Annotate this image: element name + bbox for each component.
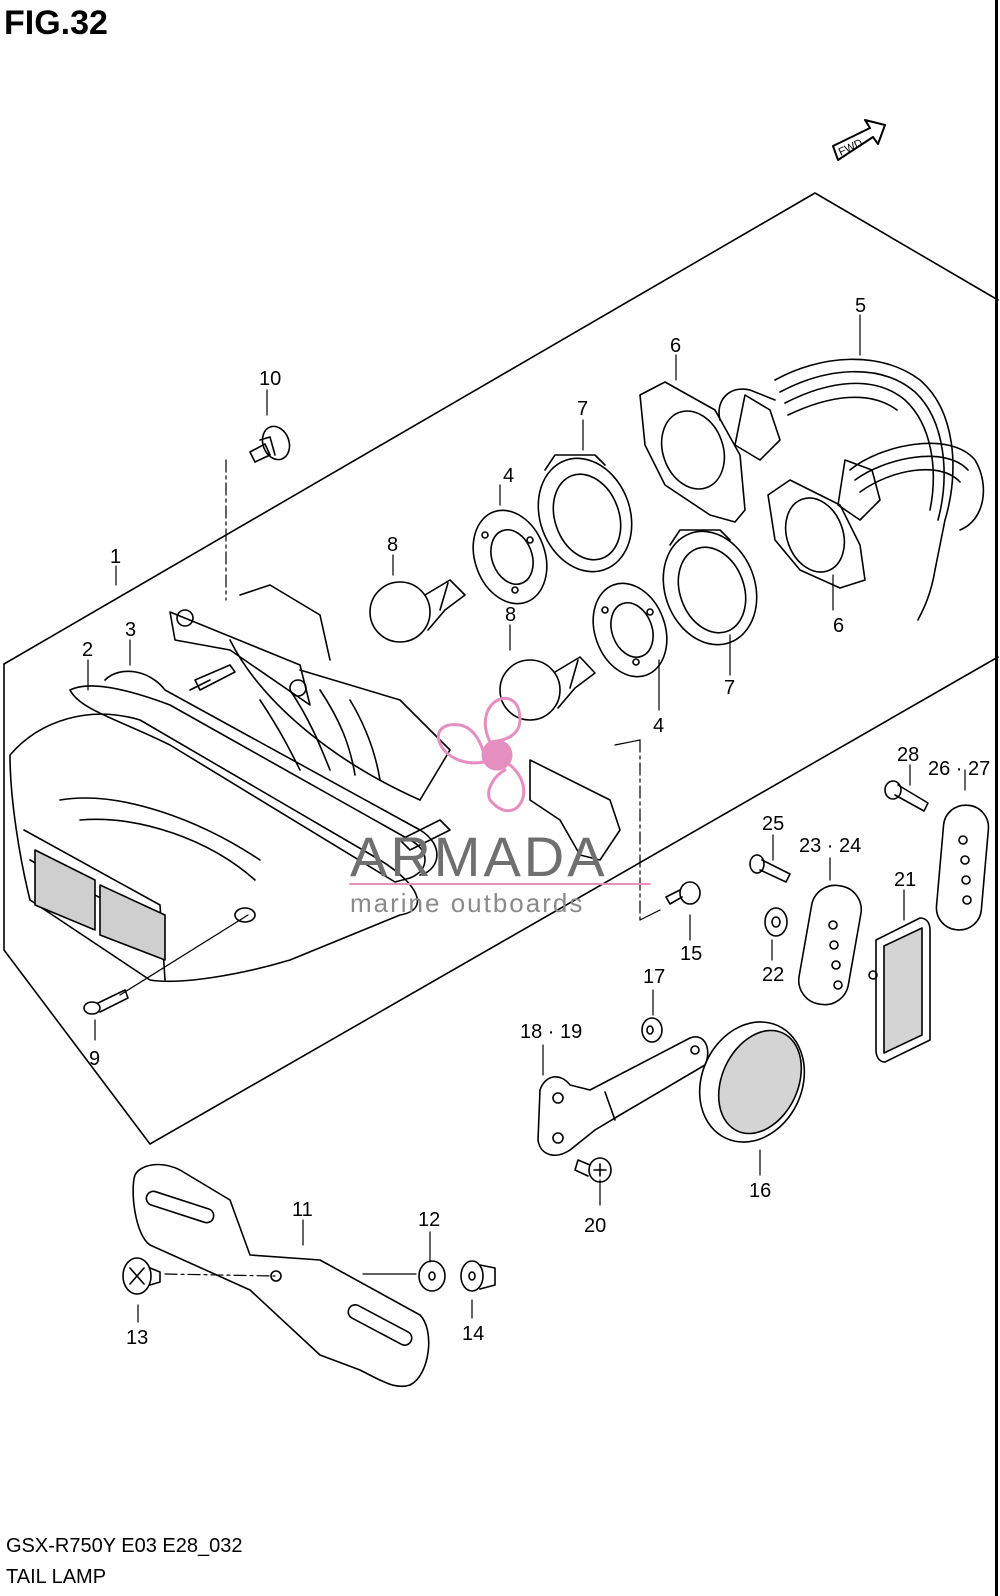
callout-label: 12 [418, 1209, 440, 1231]
callout-label: 7 [724, 677, 735, 699]
callout-label: 8 [387, 534, 398, 556]
part-washer-12 [419, 1261, 445, 1291]
callout-label: 6 [670, 335, 681, 357]
part-rect-reflector-21 [869, 918, 930, 1062]
part-gasket-2 [70, 686, 425, 882]
callout-label: 28 [897, 744, 919, 766]
callout-label: 13 [126, 1327, 148, 1349]
callout-label: 14 [462, 1323, 484, 1345]
callout-label: 7 [577, 398, 588, 420]
callout-label: 2 [82, 639, 93, 661]
part-flange-6-lower [768, 480, 865, 588]
callout-label: 17 [643, 966, 665, 988]
callout-label: 1 [110, 546, 121, 568]
callout-label: 15 [680, 943, 702, 965]
callout-label: 10 [259, 368, 281, 390]
callout-label: 8 [505, 604, 516, 626]
part-screw-13 [123, 1258, 160, 1294]
watermark-tagline: marine outboards [350, 888, 584, 918]
part-screw-9 [84, 990, 128, 1014]
callout-label: 4 [503, 465, 514, 487]
part-wiring-harness-5 [719, 359, 983, 620]
part-bolt-10 [250, 423, 294, 464]
model-code: GSX-R750Y E03 E28_032 [6, 1535, 243, 1557]
assembly-outline [4, 193, 998, 664]
part-nut-17 [642, 1018, 662, 1042]
callout-label: 4 [653, 715, 664, 737]
part-nut-14 [461, 1261, 495, 1291]
callout-label: 11 [292, 1199, 313, 1221]
part-nut-22 [765, 908, 787, 936]
callout-label: 26 · 27 [928, 758, 990, 780]
part-screw-20 [575, 1158, 611, 1182]
part-screw-15 [666, 882, 700, 904]
fwd-label: FWD [837, 137, 865, 158]
callout-label: 16 [749, 1180, 771, 1202]
assembly-outline-lower [4, 657, 998, 1144]
part-reflector-pad-23-24 [795, 882, 865, 1009]
part-round-reflector-16 [680, 1005, 823, 1160]
part-group-name: TAIL LAMP [6, 1566, 107, 1588]
part-ring-7-lower [648, 518, 772, 658]
part-socket-4-lower [581, 573, 680, 687]
callout-label: 23 · 24 [799, 835, 861, 857]
part-bulb-8-upper [370, 580, 465, 642]
callout-label: 6 [833, 615, 844, 637]
frame-right-border [995, 0, 998, 1596]
callout-label: 3 [125, 619, 136, 641]
part-tail-lamp-housing [10, 585, 620, 992]
part-bracket-plate-11 [133, 1165, 429, 1387]
callout-label: 25 [762, 813, 784, 835]
part-gasket-3 [105, 671, 437, 875]
callout-label: 5 [855, 295, 866, 317]
watermark-brand: ARMADA [350, 825, 608, 888]
callout-label: 22 [762, 964, 784, 986]
callout-label: 21 [894, 869, 916, 891]
part-reflector-bracket-18-19 [538, 1037, 708, 1155]
part-socket-4-upper [461, 500, 560, 614]
fwd-arrow-icon: FWD [833, 120, 885, 160]
part-screw-28 [885, 781, 928, 811]
watermark-logo-icon [438, 698, 523, 810]
part-bulb-8-lower [500, 657, 595, 720]
part-reflector-pad-26-27 [935, 803, 991, 931]
figure-title: FIG.32 [4, 4, 108, 42]
leader-lines [88, 315, 965, 1322]
part-ring-7-upper [523, 445, 647, 585]
part-flange-6-upper [640, 382, 745, 522]
callout-labels: 1 2 3 4 4 5 6 6 7 7 8 8 9 10 11 12 13 14… [82, 295, 990, 1349]
callout-label: 9 [89, 1048, 100, 1070]
callout-label: 18 · 19 [520, 1021, 582, 1043]
part-screw-25 [750, 855, 790, 882]
callout-label: 20 [584, 1215, 606, 1237]
